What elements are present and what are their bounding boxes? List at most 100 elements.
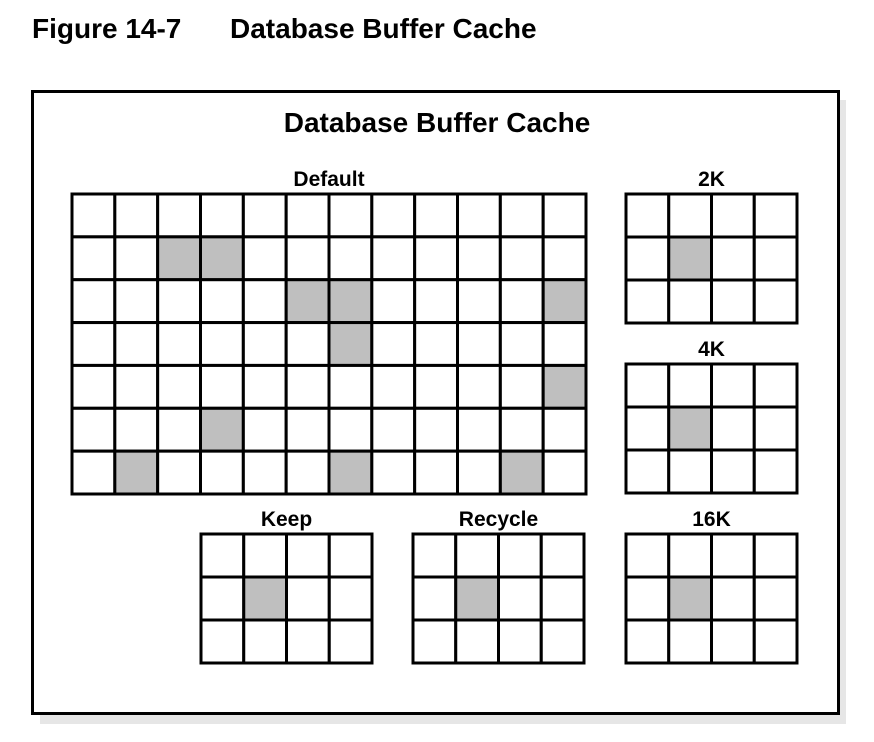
16k-buffer-block xyxy=(752,618,799,665)
default-buffer-block xyxy=(370,363,417,410)
keep-buffer-block xyxy=(285,618,331,665)
default-buffer-block xyxy=(327,406,374,453)
default-buffer-block-shaded xyxy=(541,278,588,325)
default-buffer-block xyxy=(456,449,502,496)
16k-buffer-block xyxy=(752,532,799,579)
4k-buffer-block xyxy=(624,448,671,495)
default-buffer-block xyxy=(113,321,160,367)
4k-buffer-block-shaded xyxy=(667,405,713,452)
default-buffer-block xyxy=(541,235,588,282)
recycle-buffer-block xyxy=(497,618,543,665)
pool-label-keep: Keep xyxy=(260,508,313,531)
default-buffer-block xyxy=(113,235,160,282)
16k-buffer-block xyxy=(667,532,713,579)
default-buffer-block xyxy=(241,449,288,496)
2k-buffer-block xyxy=(624,278,671,325)
default-buffer-block xyxy=(413,235,459,282)
2k-buffer-block xyxy=(710,278,756,325)
default-buffer-block xyxy=(70,449,117,496)
default-buffer-block xyxy=(284,449,331,496)
default-buffer-block xyxy=(113,406,160,453)
4k-buffer-block xyxy=(710,405,756,452)
keep-buffer-block xyxy=(285,575,331,622)
default-buffer-block xyxy=(156,363,202,410)
default-buffer-block xyxy=(413,192,459,239)
default-buffer-block xyxy=(456,363,502,410)
recycle-buffer-block xyxy=(539,618,586,665)
default-buffer-block xyxy=(156,406,202,453)
pool-grid-2k xyxy=(624,192,799,325)
4k-buffer-block xyxy=(752,448,799,495)
pool-grid-keep xyxy=(199,532,374,665)
default-buffer-block xyxy=(113,192,160,239)
2k-buffer-block xyxy=(752,235,799,282)
keep-buffer-block xyxy=(199,532,246,579)
4k-buffer-block xyxy=(667,448,713,495)
2k-buffer-block-shaded xyxy=(667,235,713,282)
default-buffer-block-shaded xyxy=(498,449,545,496)
default-buffer-block xyxy=(70,406,117,453)
default-buffer-block xyxy=(370,321,417,367)
2k-buffer-block xyxy=(624,235,671,282)
default-buffer-block xyxy=(413,449,459,496)
default-buffer-block xyxy=(498,192,545,239)
default-buffer-block xyxy=(370,406,417,453)
16k-buffer-block xyxy=(667,618,713,665)
recycle-buffer-block xyxy=(454,618,500,665)
default-buffer-block xyxy=(241,406,288,453)
figure-title: Database Buffer Cache xyxy=(230,13,537,44)
default-buffer-block xyxy=(241,321,288,367)
default-buffer-block xyxy=(327,192,374,239)
recycle-buffer-block xyxy=(539,532,586,579)
default-buffer-block xyxy=(541,406,588,453)
2k-buffer-block xyxy=(624,192,671,239)
default-buffer-block xyxy=(241,192,288,239)
keep-buffer-block xyxy=(327,575,374,622)
default-buffer-block xyxy=(413,321,459,367)
16k-buffer-block xyxy=(710,618,756,665)
recycle-buffer-block xyxy=(497,575,543,622)
pool-grid-4k xyxy=(624,362,799,495)
2k-buffer-block xyxy=(710,192,756,239)
recycle-buffer-block xyxy=(497,532,543,579)
default-buffer-block xyxy=(284,363,331,410)
keep-buffer-block-shaded xyxy=(242,575,288,622)
default-buffer-block xyxy=(284,235,331,282)
default-buffer-block xyxy=(541,449,588,496)
4k-buffer-block xyxy=(624,405,671,452)
default-buffer-block xyxy=(70,321,117,367)
default-buffer-block xyxy=(327,235,374,282)
default-buffer-block xyxy=(413,406,459,453)
16k-buffer-block xyxy=(752,575,799,622)
recycle-buffer-block-shaded xyxy=(454,575,500,622)
2k-buffer-block xyxy=(752,192,799,239)
2k-buffer-block xyxy=(752,278,799,325)
default-buffer-block xyxy=(284,321,331,367)
default-buffer-block xyxy=(156,449,202,496)
pool-label-4k: 4K xyxy=(698,338,725,361)
default-buffer-block xyxy=(498,235,545,282)
4k-buffer-block xyxy=(752,362,799,409)
default-buffer-block xyxy=(327,363,374,410)
default-buffer-block xyxy=(370,449,417,496)
recycle-buffer-block xyxy=(411,575,458,622)
default-buffer-block xyxy=(284,406,331,453)
default-buffer-block xyxy=(541,321,588,367)
16k-buffer-block-shaded xyxy=(667,575,713,622)
default-buffer-block xyxy=(413,278,459,325)
4k-buffer-block xyxy=(710,362,756,409)
recycle-buffer-block xyxy=(539,575,586,622)
2k-buffer-block xyxy=(667,278,713,325)
keep-buffer-block xyxy=(327,532,374,579)
default-buffer-block xyxy=(70,235,117,282)
default-buffer-block xyxy=(199,449,245,496)
keep-buffer-block xyxy=(327,618,374,665)
pool-grid-recycle xyxy=(411,532,586,665)
default-buffer-block xyxy=(456,278,502,325)
default-buffer-block xyxy=(498,406,545,453)
default-buffer-block xyxy=(241,235,288,282)
default-buffer-block-shaded xyxy=(327,321,374,367)
default-buffer-block xyxy=(498,278,545,325)
default-buffer-block-shaded xyxy=(284,278,331,325)
keep-buffer-block xyxy=(199,618,246,665)
